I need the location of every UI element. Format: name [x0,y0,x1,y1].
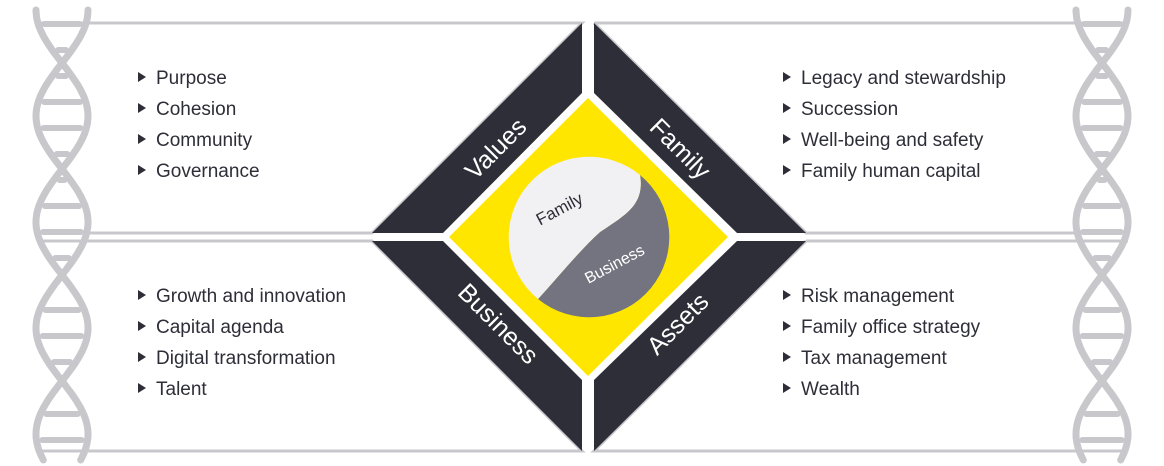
triangle-right-icon [138,290,146,300]
values-list: Purpose Cohesion Community Governance [138,63,398,187]
triangle-right-icon [138,165,146,175]
list-item: Wealth [783,374,1043,405]
triangle-right-icon [138,321,146,331]
triangle-right-icon [783,103,791,113]
list-item: Capital agenda [138,312,398,343]
triangle-right-icon [783,72,791,82]
band-values [372,23,582,233]
band-business [372,241,582,451]
triangle-right-icon [138,383,146,393]
triangle-right-icon [783,134,791,144]
list-item: Purpose [138,63,398,94]
yin-yang-business-half [538,175,670,318]
triangle-right-icon [138,134,146,144]
list-item: Community [138,125,398,156]
triangle-right-icon [783,165,791,175]
list-item: Well-being and safety [783,125,1043,156]
assets-list: Risk management Family office strategy T… [783,281,1043,405]
triangle-right-icon [783,352,791,362]
list-item: Family human capital [783,156,1043,187]
list-item: Talent [138,374,398,405]
list-item: Family office strategy [783,312,1043,343]
triangle-right-icon [138,352,146,362]
yin-yang-icon [508,156,670,318]
list-item: Governance [138,156,398,187]
list-item: Succession [783,94,1043,125]
band-assets [594,241,806,451]
helix-strand [32,6,92,464]
list-item: Tax management [783,343,1043,374]
list-item: Cohesion [138,94,398,125]
dna-helix-icon-left [32,6,92,464]
yin-yang-family-half [508,156,641,299]
band-family [594,23,806,233]
list-item: Risk management [783,281,1043,312]
list-item: Digital transformation [138,343,398,374]
triangle-right-icon [138,72,146,82]
triangle-right-icon [138,103,146,113]
helix-strand [1072,6,1132,464]
family-list: Legacy and stewardship Succession Well-b… [783,63,1043,187]
helix-strand [32,6,92,464]
triangle-right-icon [783,383,791,393]
list-item: Legacy and stewardship [783,63,1043,94]
dna-helix-icon-right [1072,6,1132,464]
list-item: Growth and innovation [138,281,398,312]
business-list: Growth and innovation Capital agenda Dig… [138,281,398,405]
triangle-right-icon [783,321,791,331]
helix-strand [1072,6,1132,464]
triangle-right-icon [783,290,791,300]
